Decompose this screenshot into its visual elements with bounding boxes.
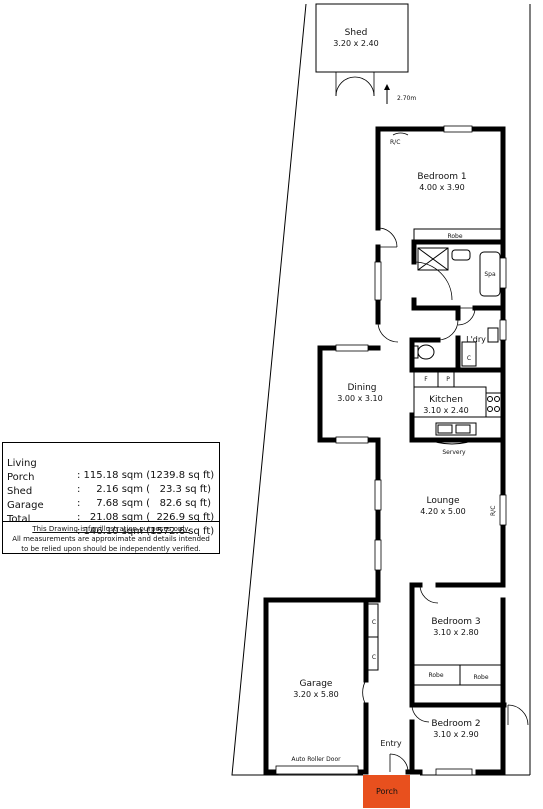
disclaimer: This Drawing is for illustration purpose… bbox=[3, 524, 219, 554]
area-name: Garage bbox=[7, 500, 44, 511]
lounge-rc: R/C bbox=[490, 506, 497, 516]
area-row-garage: Garage : 21.08 sqm ( 226.9 sq ft) bbox=[7, 488, 214, 536]
lounge-dims: 4.20 x 5.00 bbox=[420, 507, 465, 516]
lounge-name: Lounge bbox=[426, 496, 459, 506]
bedroom3-dims: 3.10 x 2.80 bbox=[433, 628, 478, 637]
bedroom1-rc: R/C bbox=[390, 139, 400, 146]
area-value: : 2.16 sqm ( 23.3 sq ft) bbox=[77, 484, 211, 495]
windows bbox=[275, 125, 507, 776]
bedroom2-dims: 3.10 x 2.90 bbox=[433, 730, 478, 739]
fixtures bbox=[365, 228, 504, 686]
bedroom2-name: Bedroom 2 bbox=[431, 719, 480, 729]
kitchen-dims: 3.10 x 2.40 bbox=[423, 406, 468, 415]
area-row-living: Living : 115.18 sqm (1239.8 sq ft) bbox=[7, 446, 214, 494]
pantry-label: P bbox=[446, 376, 450, 383]
garage-name: Garage bbox=[300, 679, 333, 689]
property-boundary bbox=[231, 3, 363, 776]
shed bbox=[315, 3, 409, 104]
area-row-shed: Shed : 7.68 sqm ( 82.6 sq ft) bbox=[7, 474, 211, 522]
disclaimer-line-3: to be relied upon should be independentl… bbox=[21, 545, 201, 553]
shed-dims: 3.20 x 2.40 bbox=[333, 39, 378, 48]
doors bbox=[362, 132, 529, 773]
area-name: Total bbox=[7, 514, 31, 525]
bedroom1-robe: Robe bbox=[447, 233, 462, 240]
servery-label: Servery bbox=[442, 449, 466, 456]
area-value: : 115.18 sqm (1239.8 sq ft) bbox=[77, 470, 215, 481]
entry-label: Entry bbox=[380, 739, 402, 748]
area-value: : 7.68 sqm ( 82.6 sq ft) bbox=[77, 498, 211, 509]
cupboard-2: C bbox=[372, 654, 376, 661]
area-value: : 21.08 sqm ( 226.9 sq ft) bbox=[77, 512, 215, 523]
bedroom2-robe: Robe bbox=[473, 674, 488, 681]
porch-label: Porch bbox=[376, 787, 398, 796]
bedroom3-robe: Robe bbox=[428, 672, 443, 679]
kitchen-name: Kitchen bbox=[429, 395, 463, 405]
shed-name: Shed bbox=[345, 28, 368, 38]
porch-area bbox=[363, 775, 410, 808]
disclaimer-line-2: All measurements are approximate and det… bbox=[12, 535, 210, 543]
cupboard-1: C bbox=[372, 619, 376, 626]
area-summary: Living : 115.18 sqm (1239.8 sq ft) Porch… bbox=[2, 442, 220, 554]
bedroom1-dims: 4.00 x 3.90 bbox=[419, 183, 464, 192]
area-row-porch: Porch : 2.16 sqm ( 23.3 sq ft) bbox=[7, 460, 211, 508]
bedroom3-name: Bedroom 3 bbox=[431, 617, 480, 627]
fridge-label: F bbox=[424, 376, 428, 383]
auto-roller-door bbox=[275, 765, 359, 775]
laundry-cupboard: C bbox=[467, 355, 471, 362]
area-name: Porch bbox=[7, 472, 35, 483]
shed-distance: 2.70m bbox=[397, 95, 416, 102]
area-name: Living bbox=[7, 458, 37, 469]
garage-dims: 3.20 x 5.80 bbox=[293, 690, 338, 699]
dining-name: Dining bbox=[347, 383, 376, 393]
area-name: Shed bbox=[7, 486, 33, 497]
disclaimer-line-1: This Drawing is for illustration purpose… bbox=[32, 525, 190, 533]
area-value: : 146.10 sqm (1572.6 sq ft) bbox=[77, 526, 215, 537]
area-divider bbox=[3, 521, 219, 522]
auto-roller-door-label: Auto Roller Door bbox=[291, 756, 341, 763]
arrow-head-icon bbox=[384, 84, 390, 90]
area-row-total: Total : 146.10 sqm (1572.6 sq ft) bbox=[7, 502, 214, 550]
house-walls bbox=[263, 126, 507, 775]
dining-dims: 3.00 x 3.10 bbox=[337, 394, 382, 403]
laundry-label: L'dry bbox=[466, 335, 486, 344]
spa-label: Spa bbox=[484, 271, 496, 278]
bedroom1-name: Bedroom 1 bbox=[417, 172, 466, 182]
